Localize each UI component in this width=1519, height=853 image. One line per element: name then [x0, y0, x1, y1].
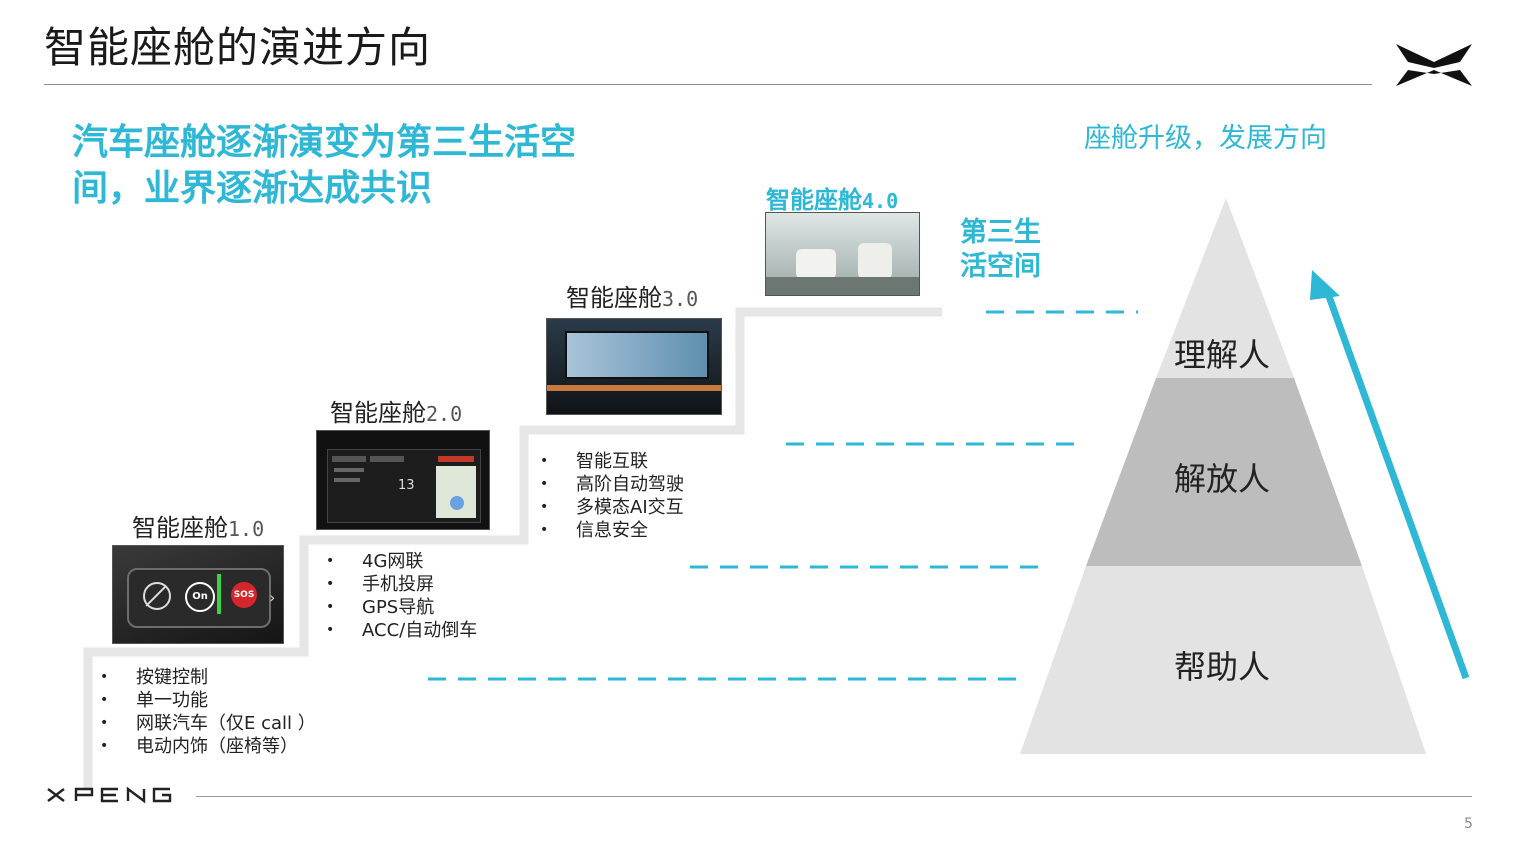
lounge-seat [858, 243, 892, 279]
upgrade-arrow-shaft [1322, 286, 1470, 680]
pyramid-middle-tier [1086, 378, 1362, 566]
pyramid-middle-label: 解放人 [1174, 460, 1271, 498]
stage-3-photo [546, 318, 722, 415]
slide-title: 智能座舱的演进方向 [44, 23, 432, 72]
page-number: 5 [1464, 816, 1473, 832]
stage-1-bullets: 按键控制 单一功能 网联汽车（仅E call ） 电动内饰（座椅等） [100, 666, 316, 758]
wide-dashboard-screen [565, 331, 709, 379]
pyramid-caption: 座舱升级，发展方向 [1084, 123, 1327, 154]
no-call-icon [143, 582, 171, 610]
list-item: 网联汽车（仅E call ） [100, 712, 316, 735]
stage-3-label: 智能座舱3.0 [566, 284, 699, 312]
stage-1-label: 智能座舱1.0 [132, 514, 265, 542]
list-item: 按键控制 [100, 666, 310, 689]
xpeng-wordmark-logo [47, 786, 172, 804]
stage-2-bullets: 4G网联 手机投屏 GPS导航 ACC/自动倒车 [326, 550, 526, 642]
headline: 汽车座舱逐渐演变为第三生活空间，业界逐渐达成共识 [72, 122, 577, 209]
pyramid-bottom-tier [1020, 566, 1426, 754]
lounge-seat [796, 249, 836, 279]
list-item: 单一功能 [100, 689, 310, 712]
stage-1-photo: On SOS › [112, 545, 284, 644]
list-item: 智能互联 [540, 450, 740, 473]
sos-button-icon: SOS [231, 582, 257, 608]
wood-trim [547, 385, 721, 391]
upgrade-arrow-head-icon [1310, 270, 1340, 300]
list-item: 电动内饰（座椅等） [100, 735, 310, 758]
list-item: 多模态AI交互 [540, 496, 740, 519]
list-item: 手机投屏 [326, 573, 526, 596]
footer-divider [196, 796, 1472, 797]
stage-4-label: 智能座舱4.0 [766, 186, 899, 214]
title-divider [44, 84, 1372, 85]
infotainment-screen: 13 [327, 449, 481, 523]
on-button-icon: On [185, 582, 215, 612]
third-space-label: 第三生活空间 [960, 217, 1041, 282]
list-item: ACC/自动倒车 [326, 619, 526, 642]
pyramid-bottom-label: 帮助人 [1174, 648, 1271, 686]
pyramid-top-tier [1156, 198, 1294, 378]
stage-4-photo [765, 212, 920, 296]
chevron-right-icon: › [269, 588, 276, 607]
xpeng-logo-icon [1396, 44, 1472, 86]
stage-3-bullets: 智能互联 高阶自动驾驶 多模态AI交互 信息安全 [540, 450, 740, 542]
stage-2-photo: 13 [316, 430, 490, 530]
stage-2-label: 智能座舱2.0 [330, 399, 463, 427]
list-item: 高阶自动驾驶 [540, 473, 740, 496]
map-tile [436, 466, 476, 518]
list-item: 4G网联 [326, 550, 526, 573]
pyramid-top-label: 理解人 [1174, 336, 1271, 374]
green-indicator [217, 574, 221, 614]
list-item: 信息安全 [540, 519, 740, 542]
cabin-floor [766, 277, 919, 295]
list-item: GPS导航 [326, 596, 526, 619]
